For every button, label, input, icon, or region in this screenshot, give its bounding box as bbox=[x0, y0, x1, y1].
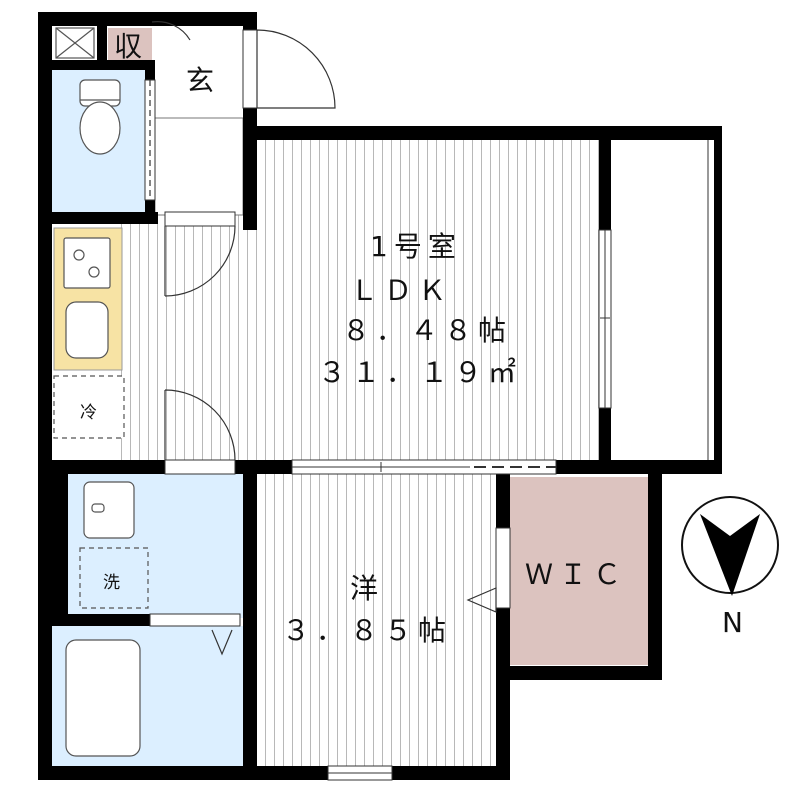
balcony-floor bbox=[610, 138, 720, 464]
entrance-label: 玄 bbox=[186, 64, 214, 97]
ldk-room-type: ＬＤＫ bbox=[350, 274, 452, 307]
washbasin bbox=[83, 481, 135, 539]
ldk-room-name: 1号室 bbox=[370, 230, 462, 263]
wall-outer-top-left bbox=[38, 12, 256, 26]
wall-storage-divider bbox=[97, 22, 107, 64]
compass: N bbox=[681, 496, 779, 639]
toilet-fixture bbox=[79, 79, 121, 155]
wall-outer-left bbox=[38, 12, 52, 780]
wall-wic-right bbox=[648, 460, 662, 680]
hall-door-bottom-swing bbox=[164, 389, 236, 461]
wic-label: ＷＩＣ bbox=[525, 558, 627, 591]
meter-box bbox=[55, 27, 95, 59]
storage-floor bbox=[108, 28, 152, 66]
washing-machine-space bbox=[79, 547, 149, 609]
laundry-label: 洗 bbox=[103, 573, 120, 593]
kitchen-sink bbox=[65, 301, 109, 359]
fixtures bbox=[53, 27, 149, 757]
western-room-floor bbox=[255, 472, 500, 768]
wall-wic-bottom bbox=[498, 666, 662, 680]
wall-balcony-right bbox=[714, 126, 722, 474]
ldk-room-area: ３１．１９㎡ bbox=[318, 356, 522, 389]
bathtub bbox=[65, 639, 141, 757]
fridge-space bbox=[53, 375, 125, 439]
stove bbox=[63, 237, 111, 289]
door-swings bbox=[149, 21, 497, 656]
hall-door-bottom-opening bbox=[164, 459, 236, 475]
entrance-door-swing bbox=[256, 29, 336, 109]
storage-door-swing bbox=[151, 21, 191, 41]
wall-ldk-top bbox=[243, 126, 720, 140]
compass-arrow-icon bbox=[700, 514, 760, 596]
wall-western-right bbox=[496, 460, 510, 780]
bath-door-mark bbox=[211, 629, 233, 656]
wic-door-mark bbox=[466, 587, 497, 613]
ldk-floor bbox=[245, 138, 605, 464]
storage-label: 収 bbox=[114, 30, 142, 63]
compass-arrow-cut bbox=[700, 514, 760, 536]
hall-door-top-swing bbox=[164, 225, 236, 297]
window-details bbox=[292, 140, 709, 774]
compass-label: N bbox=[722, 606, 743, 639]
wic-door-opening bbox=[495, 527, 511, 609]
wall-toilet-bottom bbox=[38, 212, 158, 224]
wall-washroom-left bbox=[52, 472, 68, 618]
wall-outer-bottom bbox=[38, 766, 510, 780]
wall-bath-right bbox=[243, 460, 257, 780]
western-room-name: 洋 bbox=[350, 572, 378, 605]
wall-bath-top bbox=[52, 614, 150, 626]
western-room-size: ３．８５帖 bbox=[282, 614, 452, 647]
hall-door-top-opening bbox=[164, 211, 236, 227]
ldk-room-size: ８．４８帖 bbox=[342, 314, 512, 347]
fridge-label: 冷 bbox=[80, 403, 97, 423]
wic-floor bbox=[510, 477, 648, 665]
shoe-storage bbox=[154, 117, 244, 216]
entrance-door-opening bbox=[242, 29, 258, 109]
room-labels: 収 玄 1号室 ＬＤＫ ８．４８帖 ３１．１９㎡ 冷 洗 ＷＩＣ 洋 ３．８５帖 bbox=[80, 30, 627, 647]
entrance-floor bbox=[155, 28, 243, 118]
wall-storage-bottom bbox=[38, 60, 155, 70]
bath-door-opening bbox=[149, 613, 241, 627]
